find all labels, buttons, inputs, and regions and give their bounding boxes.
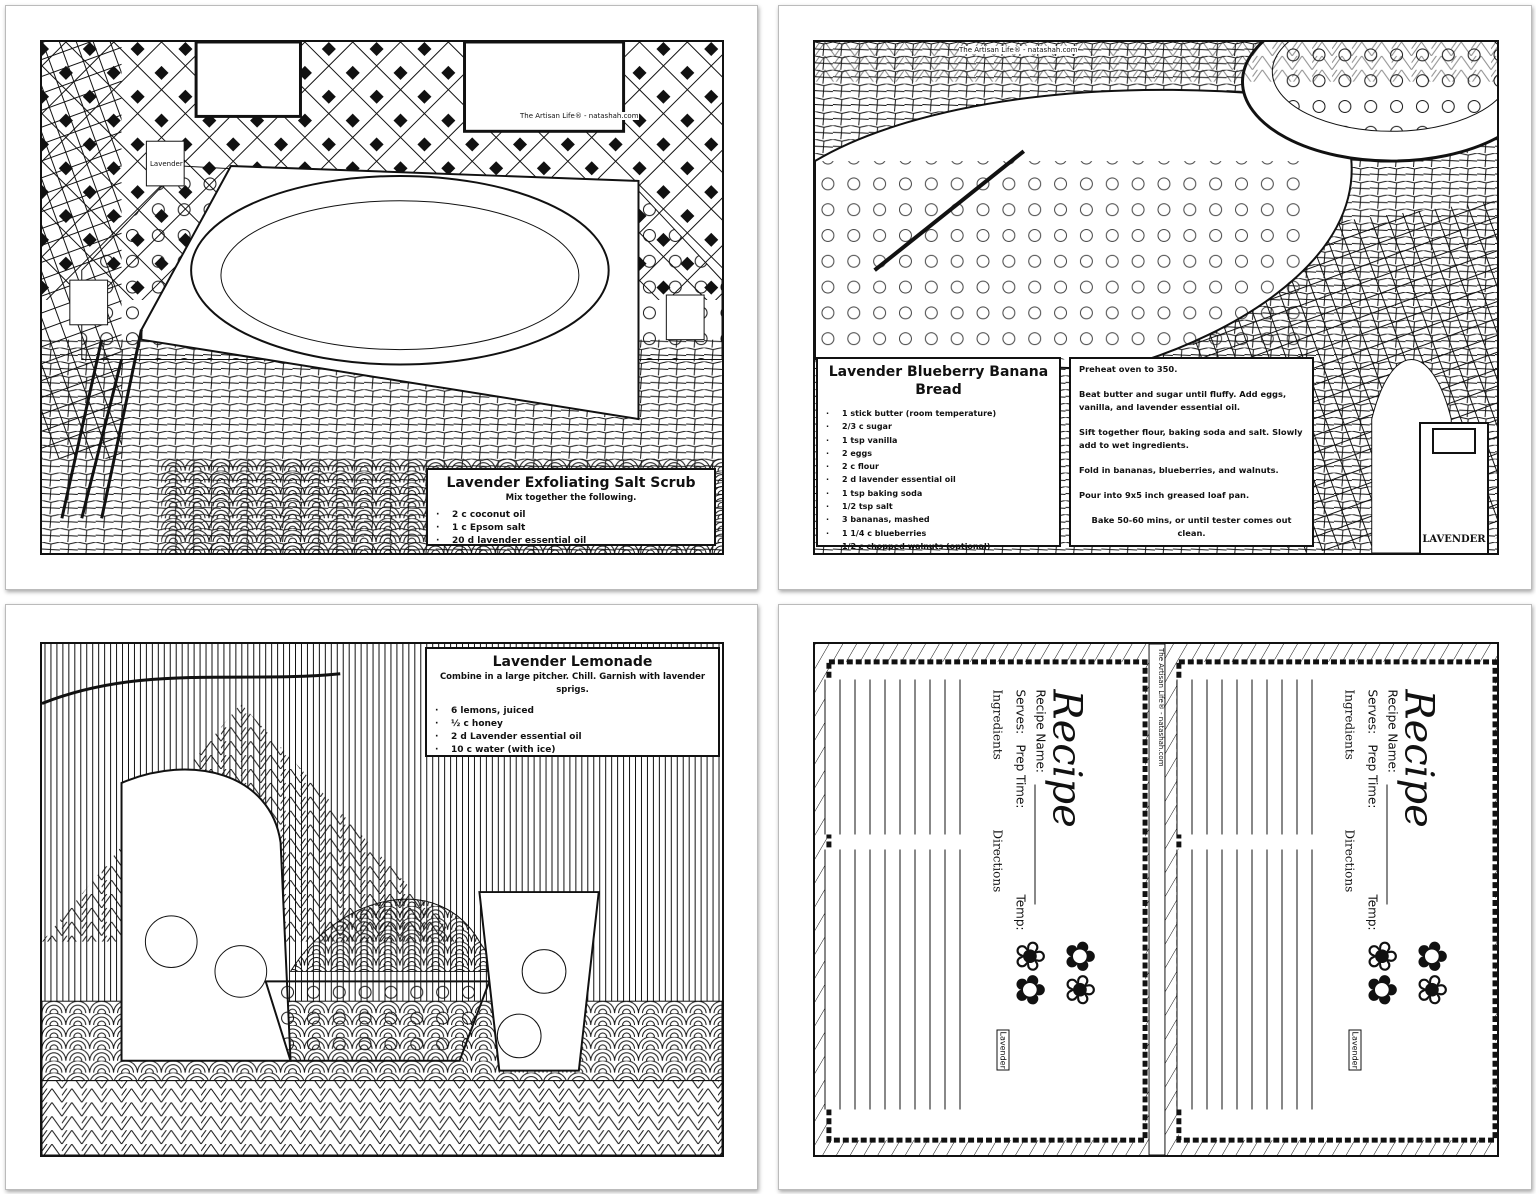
ingredient-item: ½ c honey [435,718,710,731]
ingredient-item: 10 c water (with ice) [435,744,710,757]
direction-step: Pour into 9x5 inch greased loaf pan. [1079,490,1250,500]
bathtub-illustration: Lavender The Artisan Life® - natashah.co… [40,40,724,555]
direction-step: Preheat oven to 350. [1079,364,1178,374]
ingredient-item: 2 c coconut oil [436,509,706,522]
recipe-title: Lavender Lemonade [492,654,653,670]
lavender-bottle: LAVENDER [1419,422,1489,553]
card-title: Recipe [1043,689,1090,828]
recipe-name-line [1386,784,1388,905]
directions-label: Directions [990,829,1005,893]
recipe-subtitle: Combine in a large pitcher. Chill. Garni… [439,672,706,695]
temp-label: Temp: [1365,894,1380,931]
recipe-card-right: Recipe Recipe Name: Serves: Prep Time: T… [1149,650,1472,1150]
coloring-page-banana-bread: The Artisan Life® - natashah.com LAVENDE… [778,5,1532,590]
recipe-card-left: Recipe Recipe Name: Serves: Prep Time: T… [797,650,1120,1150]
ingredient-item: 2/3 c sugar [826,420,1051,433]
coloring-page-salt-scrub: Lavender The Artisan Life® - natashah.co… [5,5,758,590]
card-title: Recipe [1395,689,1442,828]
temp-label: Temp: [1013,894,1028,931]
recipe-name-label: Recipe Name: [1385,689,1400,773]
flower-decoration: ✿❀❀✿ [1006,939,1103,1007]
direction-step: Bake 50-60 mins, or until tester comes o… [1091,515,1292,538]
ingredient-item: 1 c Epsom salt [436,522,706,535]
directions-box-banana-bread: Preheat oven to 350. Beat butter and sug… [1069,357,1314,547]
recipe-box-lemonade: Lavender Lemonade Combine in a large pit… [425,647,720,757]
ingredient-item: 3 bananas, mashed [826,513,1051,526]
flower-decoration: ✿❀❀✿ [1358,939,1455,1007]
coloring-page-lemonade: Lavender Lemonade Combine in a large pit… [5,604,758,1190]
ingredients-label: Ingredients [990,689,1005,760]
ingredient-item: 1 tsp baking soda [826,487,1051,500]
ingredient-item: 1/2 c chopped walnuts (optional) [826,540,1051,553]
ingredient-item: 6 lemons, juiced [435,705,710,718]
ingredient-item: 2 c flour [826,460,1051,473]
ruled-lines-directions [824,849,975,1110]
ingredient-list: 1 stick butter (room temperature) 2/3 c … [826,407,1051,553]
ingredient-list: 6 lemons, juiced ½ c honey 2 d Lavender … [435,705,710,757]
recipe-box-salt-scrub: Lavender Exfoliating Salt Scrub Mix toge… [426,468,716,546]
serves-label: Serves: [1365,689,1380,735]
ingredient-item: 2 eggs [826,447,1051,460]
lemonade-illustration [40,642,724,1157]
ingredient-item: 1/2 tsp salt [826,500,1051,513]
recipe-title: Lavender Blueberry Banana Bread [828,364,1049,398]
prep-time-label: Prep Time: [1365,744,1380,809]
ingredient-item: 2 d lavender essential oil [826,473,1051,486]
direction-step: Sift together flour, baking soda and sal… [1079,427,1303,450]
ruled-lines-directions [1176,849,1327,1110]
ingredient-item: 1 stick butter (room temperature) [826,407,1051,420]
recipe-card-page: The Artisan Life® - natashah.com Recipe … [778,604,1532,1190]
ingredient-item: 1 1/4 c blueberries [826,527,1051,540]
bottle-cap [1432,428,1476,454]
ingredients-label: Ingredients [1342,689,1357,760]
ingredients-box-banana-bread: Lavender Blueberry Banana Bread 1 stick … [816,357,1061,551]
recipe-subtitle: Mix together the following. [505,493,637,503]
watermark: The Artisan Life® - natashah.com [520,112,639,120]
serves-label: Serves: [1013,689,1028,735]
recipe-name-line [1034,784,1036,905]
prep-time-label: Prep Time: [1013,744,1028,809]
ingredient-list: 2 c coconut oil 1 c Epsom salt 20 d lave… [436,509,706,548]
ingredient-item: 2 d Lavender essential oil [435,731,710,744]
ruled-lines-ingredients [1176,679,1327,835]
watermark: The Artisan Life® - natashah.com [959,46,1078,54]
candle-label: Lavender [150,160,183,168]
direction-step: Fold in bananas, blueberries, and walnut… [1079,465,1279,475]
ingredient-item: 20 d lavender essential oil [436,535,706,548]
recipe-name-label: Recipe Name: [1033,689,1048,773]
ruled-lines-ingredients [824,679,975,835]
recipe-title: Lavender Exfoliating Salt Scrub [446,475,696,491]
bottle-label: LAVENDER [1422,534,1486,545]
directions-label: Directions [1342,829,1357,893]
ingredient-item: 1 tsp vanilla [826,434,1051,447]
direction-step: Beat butter and sugar until fluffy. Add … [1079,389,1287,412]
